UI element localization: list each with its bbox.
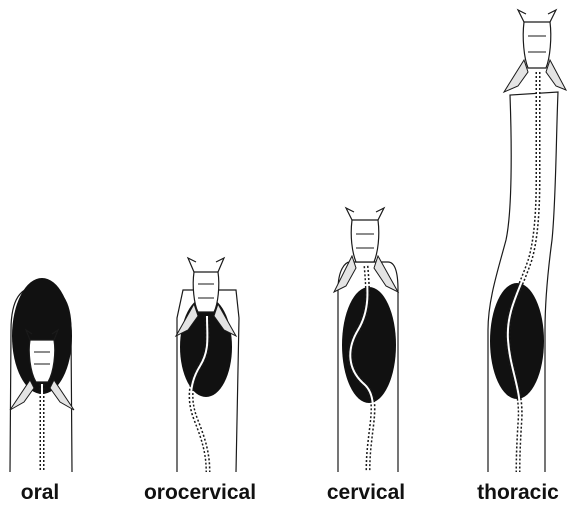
label-thoracic: thoracic — [477, 482, 559, 503]
cervical-fry-head — [346, 208, 384, 262]
thoracic-pectoral-fin-left — [504, 60, 528, 92]
panel-orocervical — [176, 258, 239, 472]
panel-oral — [10, 278, 74, 472]
thoracic-egg-mass — [490, 283, 544, 399]
panel-cervical — [334, 208, 398, 472]
thoracic-pectoral-fin-right — [546, 60, 566, 90]
thoracic-body-outline — [488, 92, 558, 472]
label-cervical: cervical — [327, 482, 405, 503]
thoracic-fry-head — [518, 10, 556, 68]
cervical-egg-mass — [342, 287, 396, 403]
label-orocervical: orocervical — [144, 482, 256, 503]
panel-thoracic — [488, 10, 566, 472]
label-oral: oral — [21, 482, 60, 503]
